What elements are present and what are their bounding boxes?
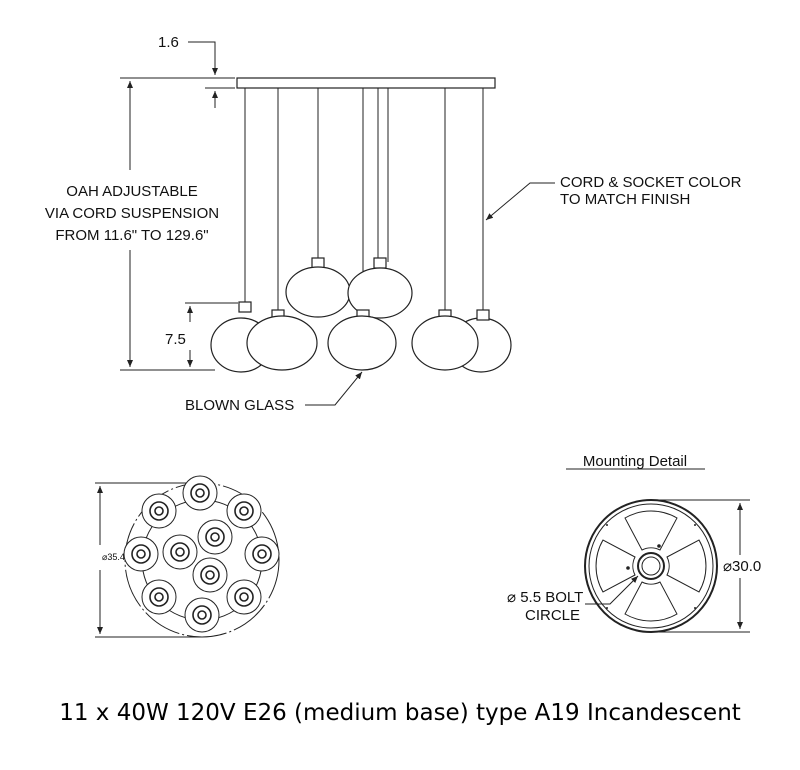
socket-circle (162, 534, 198, 570)
cord-note-line-1: CORD & SOCKET COLOR (560, 174, 742, 191)
mounting-detail-title: Mounting Detail (583, 453, 687, 470)
cord-note-line-2: TO MATCH FINISH (560, 191, 690, 208)
shade-height-label: 7.5 (165, 331, 186, 348)
canopy-height-label: 1.6 (158, 34, 179, 51)
bolt-circle-line-1: ⌀ 5.5 BOLT (507, 589, 583, 606)
plan-diameter-label: ⌀35.4 (102, 552, 125, 562)
mounting-detail: Mounting Detail ⌀30.0 ⌀ 5.5 BOLT CIRCLE (507, 453, 761, 633)
mounting-plate-cutouts (595, 510, 707, 622)
mounting-diameter-label: ⌀30.0 (723, 558, 761, 575)
canopy (236, 77, 496, 89)
socket-circle (184, 597, 220, 633)
socket-circle (123, 536, 159, 572)
socket-circle (192, 557, 228, 593)
canopy-dim-arrow-top (188, 41, 218, 75)
socket-circle (244, 536, 280, 572)
socket-circle (141, 493, 177, 529)
socket-circle (226, 579, 262, 615)
socket-circle (141, 579, 177, 615)
blown-glass-label: BLOWN GLASS (185, 397, 294, 414)
oah-label-line-2: VIA CORD SUSPENSION (45, 205, 219, 222)
lamp-spec-caption: 11 x 40W 120V E26 (medium base) type A19… (59, 700, 741, 726)
socket-circle (197, 519, 233, 555)
oah-label-line-1: OAH ADJUSTABLE (66, 183, 197, 200)
socket-circle (226, 493, 262, 529)
elevation-view: 1.6 OAH ADJUSTABLE VIA CORD SUSPENSION F… (45, 34, 742, 414)
pendant-shades (210, 257, 512, 373)
bolt-circle-line-2: CIRCLE (525, 607, 580, 624)
socket-circles (123, 475, 280, 633)
socket-circle (182, 475, 218, 511)
oah-label-line-3: FROM 11.6" TO 129.6" (55, 227, 208, 244)
plan-view: ⌀35.4 (95, 475, 280, 638)
